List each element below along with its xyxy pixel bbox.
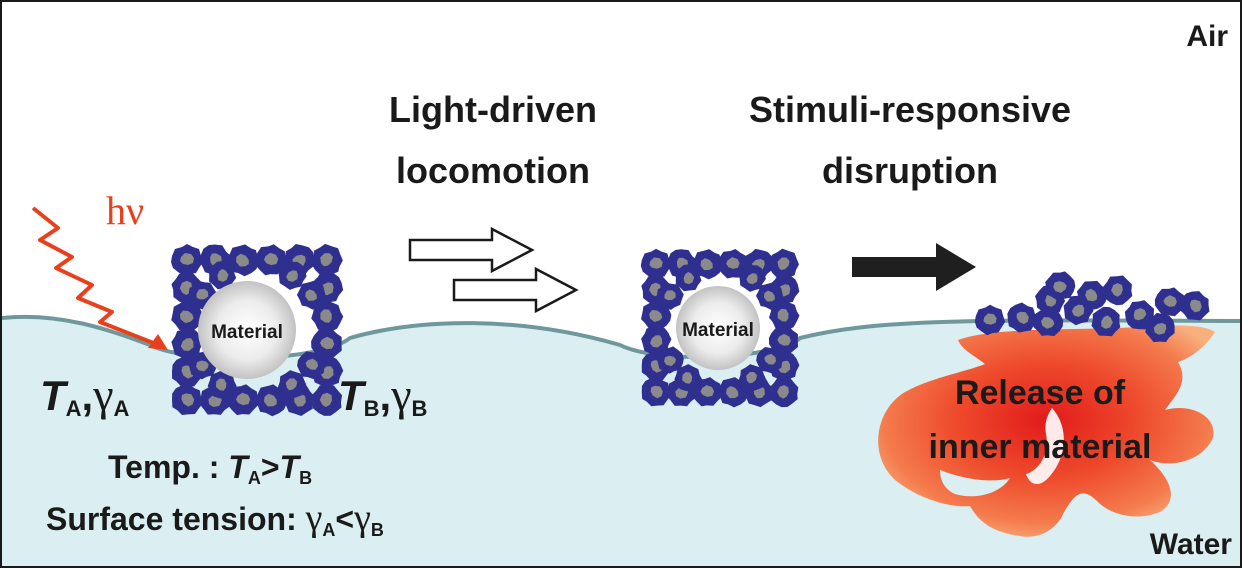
stimuli-title-line2: disruption [822,150,998,191]
release-label-line1: Release of [955,374,1126,412]
nanoparticle-icon [640,248,672,280]
ta-gamma-a-label: TA,γA [40,369,130,421]
water-region [2,316,1240,566]
material-label-1: Material [211,322,283,343]
tb-gamma-b-label: TB,γB [338,369,427,421]
capsule-2: Material [634,242,806,414]
release-label-line2: inner material [929,428,1152,466]
release-gap [940,470,1010,497]
material-sphere-1 [198,281,296,379]
light-driven-title-line2: locomotion [396,150,590,191]
light-driven-title-line1: Light-driven [389,89,597,130]
material-label-2: Material [682,320,754,341]
nanoparticle-icon [171,244,203,276]
surface-tension-relation: Surface tension: γA<γB [46,497,384,540]
stimuli-title-line1: Stimuli-responsive [749,89,1071,130]
light-arrowhead-icon [148,334,168,350]
hollow-arrow-1-icon [408,226,535,274]
light-wave-icon [31,206,157,346]
air-label: Air [1186,20,1228,53]
temperature-relation: Temp. : TA>TB [108,449,312,488]
hollow-arrow-2-icon [452,266,579,314]
release-swirl [1026,408,1064,485]
water-surface-line [1,314,1241,361]
water-label: Water [1150,528,1233,561]
nanoparticle-icon [1099,271,1137,309]
hv-label: hν [106,188,144,233]
solid-arrow-icon [852,243,976,291]
capsule-1: Material [164,237,350,423]
material-sphere-2 [676,286,760,370]
